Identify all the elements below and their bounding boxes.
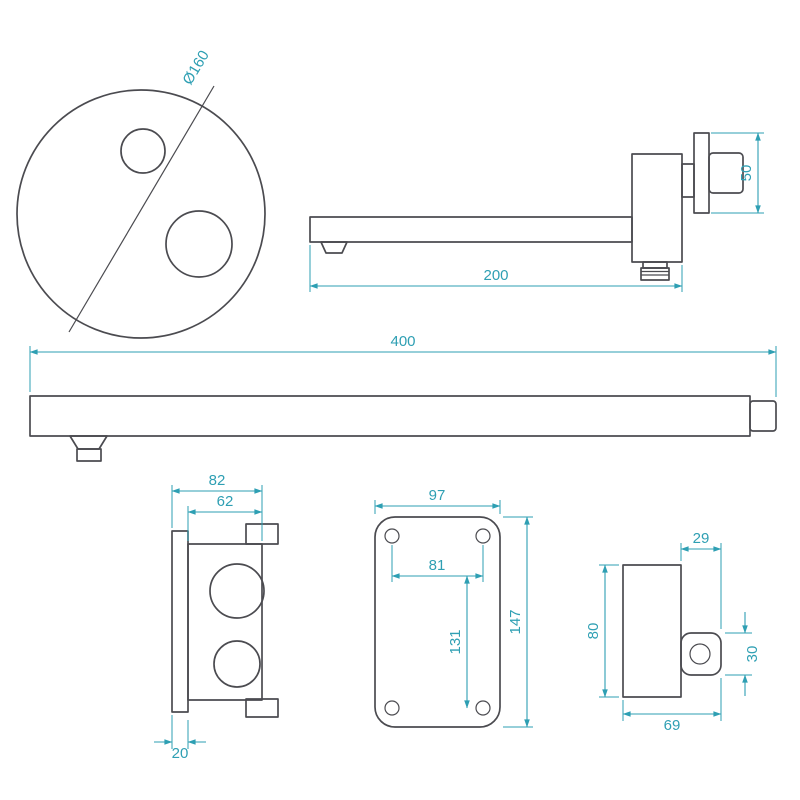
- dim-label-62: 62: [217, 493, 234, 510]
- valve-trim-plate: [171, 530, 189, 713]
- dim-label-81: 81: [429, 557, 446, 574]
- wall-flange: [693, 132, 710, 214]
- dim-label-20: 20: [172, 745, 189, 762]
- valve-lower-knob: [213, 640, 261, 688]
- long-arm-end-cap: [749, 400, 777, 432]
- dim-label-400: 400: [390, 333, 415, 350]
- wall-knob: [708, 152, 744, 194]
- dim-label-147: 147: [507, 609, 524, 634]
- long-arm-nozzle-tip: [76, 448, 102, 462]
- thread-collar: [642, 261, 668, 269]
- dimension-valve-body-width: 62: [187, 493, 263, 541]
- dim-label-69: 69: [664, 717, 681, 734]
- shower-head-top-view: Ø160: [16, 48, 266, 339]
- dimension-plate-hole-spacing-y: 131: [447, 575, 470, 709]
- dim-label-29: 29: [693, 530, 710, 547]
- arm-bar: [309, 216, 633, 243]
- valve-side-view: 82 62 20: [154, 472, 279, 762]
- diameter-line: [68, 85, 215, 333]
- dimension-long-arm-length: 400: [29, 333, 777, 397]
- dim-label-200: 200: [483, 267, 508, 284]
- mounting-hole-bottom-left: [384, 700, 400, 716]
- holder-bracket-hole: [689, 643, 711, 665]
- dimension-holder-width: 69: [622, 678, 722, 734]
- dim-label-80: 80: [585, 623, 602, 640]
- valve-upper-knob: [209, 563, 265, 619]
- valve-body: [187, 543, 263, 701]
- dimension-plate-height: 147: [503, 516, 533, 728]
- dimension-holder-bracket-height: 30: [725, 612, 761, 696]
- dim-label-50: 50: [738, 165, 755, 182]
- mounting-hole-bottom-right: [475, 700, 491, 716]
- mounting-plate-outline: [374, 516, 501, 728]
- mounting-plate-front-view: 97 81 131 147: [374, 487, 533, 728]
- holder-bracket: [680, 632, 722, 676]
- dimension-holder-height: 80: [585, 564, 619, 698]
- shower-head-small-circle: [120, 128, 166, 174]
- shower-head-large-circle: [165, 210, 233, 278]
- holder-body: [622, 564, 682, 698]
- dimension-holder-bracket-depth: 29: [680, 530, 722, 629]
- dimension-flange-height: 50: [711, 132, 764, 214]
- arm-body: [631, 153, 683, 263]
- dim-label-97: 97: [429, 487, 446, 504]
- dimension-plate-width: 97: [374, 487, 501, 514]
- dim-label-82: 82: [209, 472, 226, 489]
- valve-bottom-tab: [245, 698, 279, 718]
- long-arm-nozzle-cone: [69, 435, 108, 450]
- dim-label-131: 131: [447, 629, 464, 654]
- long-arm-bar: [29, 395, 751, 437]
- arm-connector: [681, 163, 695, 198]
- shower-holder-side-view: 29 80 30 69: [585, 530, 761, 734]
- dim-label-30: 30: [744, 646, 761, 663]
- dimension-arm-length: 200: [309, 245, 683, 292]
- thread-body: [640, 267, 670, 281]
- shower-head-outline: [16, 89, 266, 339]
- arm-nozzle: [320, 241, 348, 254]
- long-arm-front-view: 400: [29, 333, 777, 462]
- mounting-hole-top-right: [475, 528, 491, 544]
- dimension-valve-plate-thickness: 20: [154, 715, 206, 762]
- dim-label-diameter-160: Ø160: [179, 48, 212, 88]
- dimension-plate-hole-spacing-x: 81: [391, 545, 484, 582]
- mounting-hole-top-left: [384, 528, 400, 544]
- shower-arm-side-view: 200 50: [309, 132, 764, 292]
